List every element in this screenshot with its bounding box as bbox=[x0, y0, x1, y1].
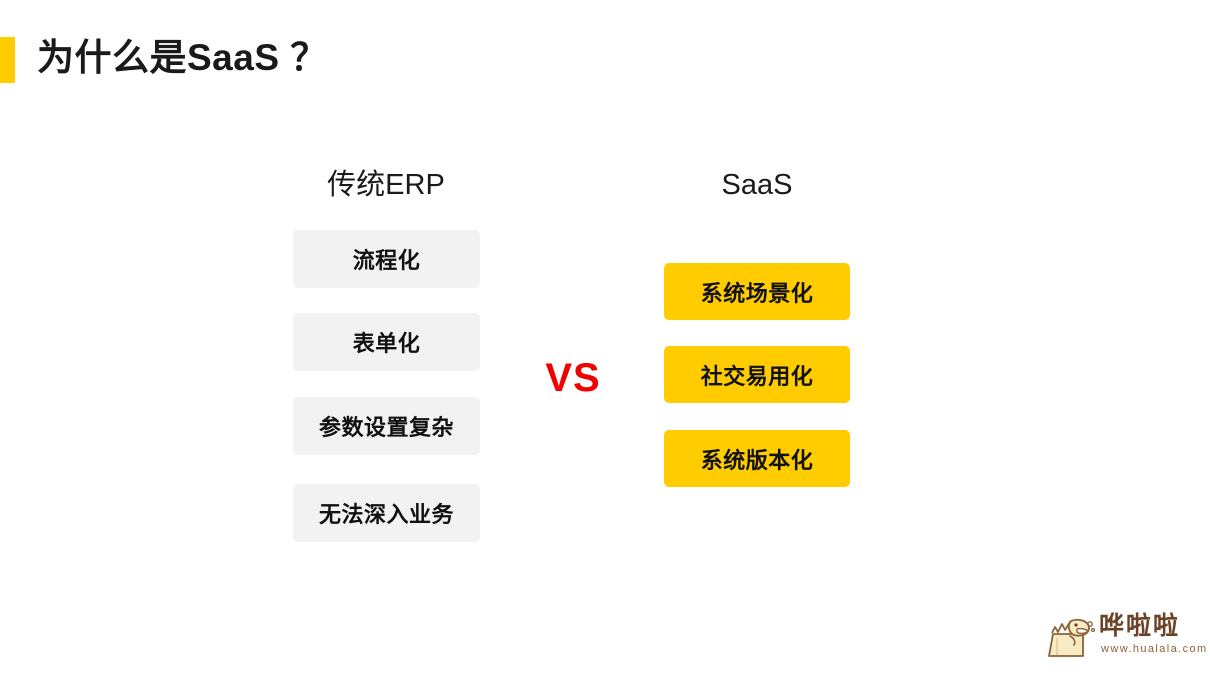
saas-item-0: 系统场景化 bbox=[664, 263, 850, 320]
legacy-erp-item-1: 表单化 bbox=[293, 313, 480, 371]
legacy-erp-item-0: 流程化 bbox=[293, 230, 480, 288]
legacy-erp-item-2: 参数设置复杂 bbox=[293, 397, 480, 455]
title-accent-bar bbox=[0, 37, 15, 83]
column-header-legacy-erp: 传统ERP bbox=[327, 169, 445, 201]
saas-item-1: 社交易用化 bbox=[664, 346, 850, 403]
vs-label: VS bbox=[545, 356, 601, 400]
legacy-erp-item-3: 无法深入业务 bbox=[293, 484, 480, 542]
brand-name: 哗啦啦 bbox=[1099, 612, 1181, 640]
saas-item-2: 系统版本化 bbox=[664, 430, 850, 487]
column-header-saas: SaaS bbox=[721, 169, 793, 201]
hualala-mascot-icon bbox=[1048, 618, 1095, 657]
brand-logo: 哗啦啦 www.hualala.com bbox=[1043, 610, 1206, 662]
brand-url: www.hualala.com bbox=[1101, 643, 1208, 655]
page-title: 为什么是SaaS ？ bbox=[37, 37, 328, 78]
